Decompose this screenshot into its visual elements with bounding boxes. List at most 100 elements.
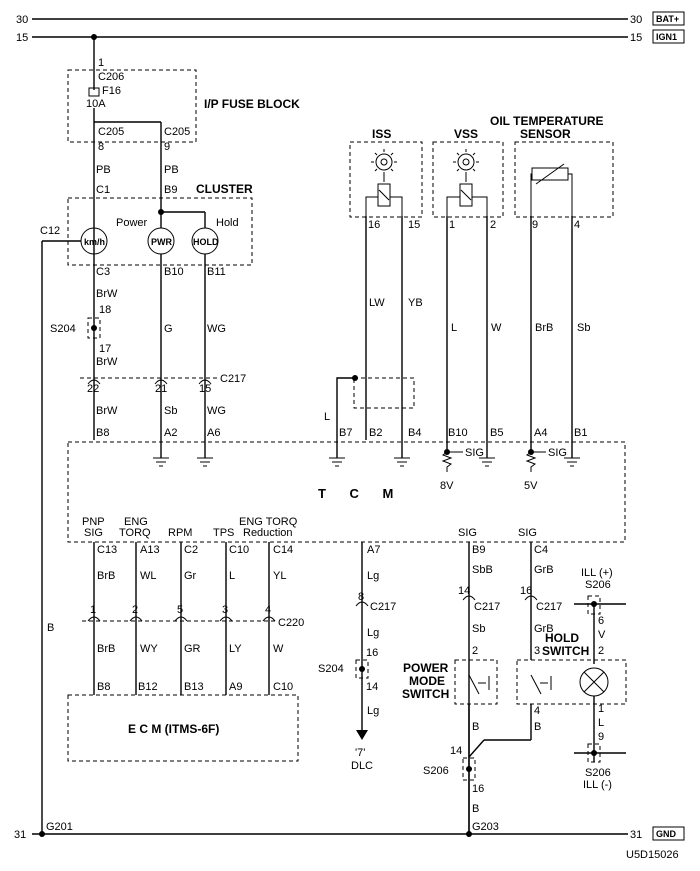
wire-lw: LW: [369, 297, 385, 309]
pm-switch-title-1: POWER: [403, 661, 449, 675]
ots-ref-voltage: 5V: [524, 480, 538, 492]
wire-wy: WY: [140, 643, 158, 655]
tcm-b1-pin: B1: [574, 427, 587, 439]
wire-l-vss: L: [451, 322, 457, 334]
lamp-pin-6: 6: [598, 615, 604, 627]
fuse-in-pin: 1: [98, 57, 104, 69]
tcm-b10-pin: B10: [448, 427, 468, 439]
ots-sig-label: SIG: [548, 447, 567, 459]
iss-sensor: ISS 16 15 LW YB L B7 B2 B4: [324, 127, 423, 467]
wire-brb-ecm: BrB: [97, 643, 115, 655]
wire-gr-ecm: GR: [184, 643, 201, 655]
iss-pin-16: 16: [368, 219, 380, 231]
tcm-b4-pin: B4: [408, 427, 421, 439]
resistor-8v-icon: [441, 451, 453, 472]
pm-switch-title-2: MODE: [409, 674, 445, 688]
wire-grb-hold: GrB: [534, 623, 554, 635]
wire-lg-2: Lg: [367, 627, 379, 639]
vss-sensor: VSS 1 2 L W B10 B5 SIG 8V: [432, 127, 504, 492]
gnd-rail-right-label: 31: [630, 829, 642, 841]
ecm-a9-pin: A9: [229, 681, 242, 693]
tcm-title: T C M: [318, 486, 403, 501]
c217-pin-15: 15: [199, 383, 211, 395]
tcm-b7-pin: B7: [339, 427, 352, 439]
c217-pin-22: 22: [87, 383, 99, 395]
s204-lower-bottom-pin: 14: [366, 681, 378, 693]
lamp-pin-1: 1: [598, 703, 604, 715]
ill-minus-label: ILL (-): [583, 779, 612, 791]
tcm-sig-label-2: SIG: [518, 527, 537, 539]
wire-l-tps: L: [229, 570, 235, 582]
ign-rail-left-label: 15: [16, 32, 28, 44]
hold-switch-title-2: SWITCH: [542, 644, 589, 658]
tcm-c2-pin: C2: [184, 544, 198, 556]
fuse-out-b-pin: 9: [164, 141, 170, 153]
fuse-in-connector: C206: [98, 71, 124, 83]
tcm-ecm-harness: C13 A13 C2 C10 C14 BrB WL Gr L YL 1 2 5 …: [67, 542, 304, 762]
cluster: C1 B9 CLUSTER Power Hold C12 km/h PWR HO…: [40, 182, 253, 834]
s204-splice-label: S204: [50, 323, 76, 335]
ecm-module: [67, 694, 299, 762]
hold-switch-contact-icon: [530, 674, 542, 695]
tcm-c14-pin: C14: [273, 544, 293, 556]
cluster-c12-pin: C12: [40, 225, 60, 237]
tcm-b2-pin: B2: [369, 427, 382, 439]
ecm-b8-pin: B8: [97, 681, 110, 693]
tcm-eng-label: ENG: [124, 516, 148, 528]
dlc-line: A7 Lg 8 C217 Lg 16 S204 14 Lg '7' DLC: [318, 542, 396, 772]
ground-symbol-b5: [479, 457, 495, 467]
c217-hold-label: C217: [536, 601, 562, 613]
iss-gear-icon: [375, 153, 393, 171]
iss-coil-icon: [377, 183, 391, 207]
wire-w-ecm: W: [273, 643, 284, 655]
cluster-b10-pin: B10: [164, 266, 184, 278]
pm-switch-title-3: SWITCH: [402, 687, 449, 701]
wire-b-hold: B: [534, 721, 541, 733]
s204-top-pin: 18: [99, 304, 111, 316]
tcm-b9-pin: B9: [472, 544, 485, 556]
tcm-reduction-label: Reduction: [243, 527, 293, 539]
wire-sbb: SbB: [472, 564, 493, 576]
fuse-out-a-pin: 8: [98, 141, 104, 153]
c217-pin-21: 21: [155, 383, 167, 395]
ground-g201-label: G201: [46, 821, 73, 833]
bat-rail-left-label: 30: [16, 14, 28, 26]
cluster-hold-label: Hold: [216, 217, 239, 229]
wire-brw-3: BrW: [96, 405, 118, 417]
hold-switch-pin-3: 3: [534, 645, 540, 657]
fuse-name: F16: [102, 85, 121, 97]
vss-pin-2: 2: [490, 219, 496, 231]
c220-pin-4: 4: [265, 604, 271, 616]
c217-pin-16: 16: [520, 585, 532, 597]
tcm-c4-pin: C4: [534, 544, 548, 556]
wire-lg-3: Lg: [367, 705, 379, 717]
iss-title: ISS: [372, 127, 391, 141]
wire-sb-pm: Sb: [472, 623, 485, 635]
cluster-b9-pin: B9: [164, 184, 177, 196]
lamp-pin-2: 2: [598, 645, 604, 657]
ots-title-2: SENSOR: [520, 127, 571, 141]
ill-plus-label: ILL (+): [581, 567, 613, 579]
dlc-pin-7: '7': [355, 747, 365, 759]
wire-w-vss: W: [491, 322, 502, 334]
s206-pin-16: 16: [472, 783, 484, 795]
wire-grb: GrB: [534, 564, 554, 576]
resistor-5v-icon: [525, 451, 537, 472]
dlc-arrow-icon: [356, 730, 368, 740]
tcm-module: T C M PNP SIG ENG TORQ RPM TPS ENG TORQ …: [67, 441, 626, 543]
tcm-a4-pin: A4: [534, 427, 547, 439]
ign-rail-tag: IGN1: [656, 32, 677, 42]
c217-pin-8: 8: [358, 591, 364, 603]
oil-temp-sensor: OIL TEMPERATURE SENSOR 9 4 BrB Sb A4 B1 …: [490, 114, 614, 492]
wire-brw-1: BrW: [96, 288, 118, 300]
c220-pin-2: 2: [132, 604, 138, 616]
wire-ly: LY: [229, 643, 242, 655]
power-mode-switch: [454, 659, 498, 705]
s204-lower-label: S204: [318, 663, 344, 675]
tcm-rpm-label: RPM: [168, 527, 192, 539]
s206-pin-9: 9: [598, 731, 604, 743]
bat-rail-tag: BAT+: [656, 14, 679, 24]
tcm-b5-pin: B5: [490, 427, 503, 439]
c217-pm-label: C217: [474, 601, 500, 613]
